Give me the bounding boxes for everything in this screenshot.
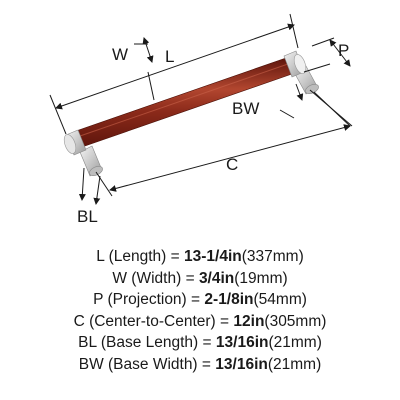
spec-row-projection: P (Projection) = 2-1/8in(54mm) [0, 289, 400, 311]
width-label: W [112, 45, 128, 64]
spec-metric: (54mm) [253, 291, 307, 308]
spec-row-base-width: BW (Base Width) = 13/16in(21mm) [0, 354, 400, 376]
spec-abbr: L [96, 248, 105, 265]
spec-abbr: BL [78, 334, 97, 351]
spec-metric: (21mm) [268, 334, 322, 351]
spec-metric: (305mm) [264, 312, 327, 330]
spec-row-width: W (Width) = 3/4in(19mm) [0, 268, 400, 290]
dimension-diagram: L W P BW C BL [49, 13, 353, 226]
spec-eq: = [170, 248, 180, 265]
spec-eq: = [201, 355, 211, 373]
spec-desc: (Base Width) [108, 355, 198, 373]
spec-metric: (19mm) [234, 269, 288, 287]
length-label: L [165, 47, 174, 66]
left-post [79, 145, 103, 177]
spec-eq: = [185, 269, 195, 287]
center-to-center-dimension [95, 89, 353, 197]
spec-abbr: C [73, 312, 85, 330]
width-dimension [134, 37, 155, 101]
specifications-list: L (Length) = 13-1/4in(337mm) W (Width) =… [0, 246, 400, 375]
spec-desc: (Length) [108, 248, 167, 265]
projection-label: P [338, 41, 349, 60]
base-width-label: BW [232, 99, 259, 118]
base-length-label: BL [77, 207, 98, 226]
spec-eq: = [202, 334, 212, 351]
spec-value: 12in [233, 312, 265, 330]
projection-dimension [303, 37, 351, 73]
base-length-dimension [78, 167, 101, 205]
spec-metric: (337mm) [241, 248, 304, 265]
spec-desc: (Width) [131, 269, 182, 287]
spec-value: 2-1/8in [204, 291, 254, 308]
spec-desc: (Center-to-Center) [89, 312, 216, 330]
spec-desc: (Projection) [107, 291, 187, 308]
spec-row-center-to-center: C (Center-to-Center) = 12in(305mm) [0, 311, 400, 333]
spec-eq: = [191, 291, 201, 308]
spec-value: 13/16in [215, 355, 268, 373]
spec-eq: = [220, 312, 230, 330]
spec-metric: (21mm) [267, 355, 322, 373]
spec-value: 13/16in [215, 334, 269, 351]
spec-value: 3/4in [198, 269, 235, 287]
spec-abbr: W [112, 269, 127, 287]
spec-abbr: P [93, 291, 104, 308]
left-end-cap [63, 129, 87, 156]
handle-bar [75, 57, 293, 148]
length-dimension [49, 13, 299, 135]
spec-abbr: BW [78, 355, 104, 373]
spec-value: 13-1/4in [184, 248, 242, 265]
spec-desc: (Base Length) [100, 334, 199, 351]
spec-row-base-length: BL (Base Length) = 13/16in(21mm) [0, 332, 400, 354]
center-to-center-label: C [226, 155, 238, 174]
spec-row-length: L (Length) = 13-1/4in(337mm) [0, 246, 400, 268]
